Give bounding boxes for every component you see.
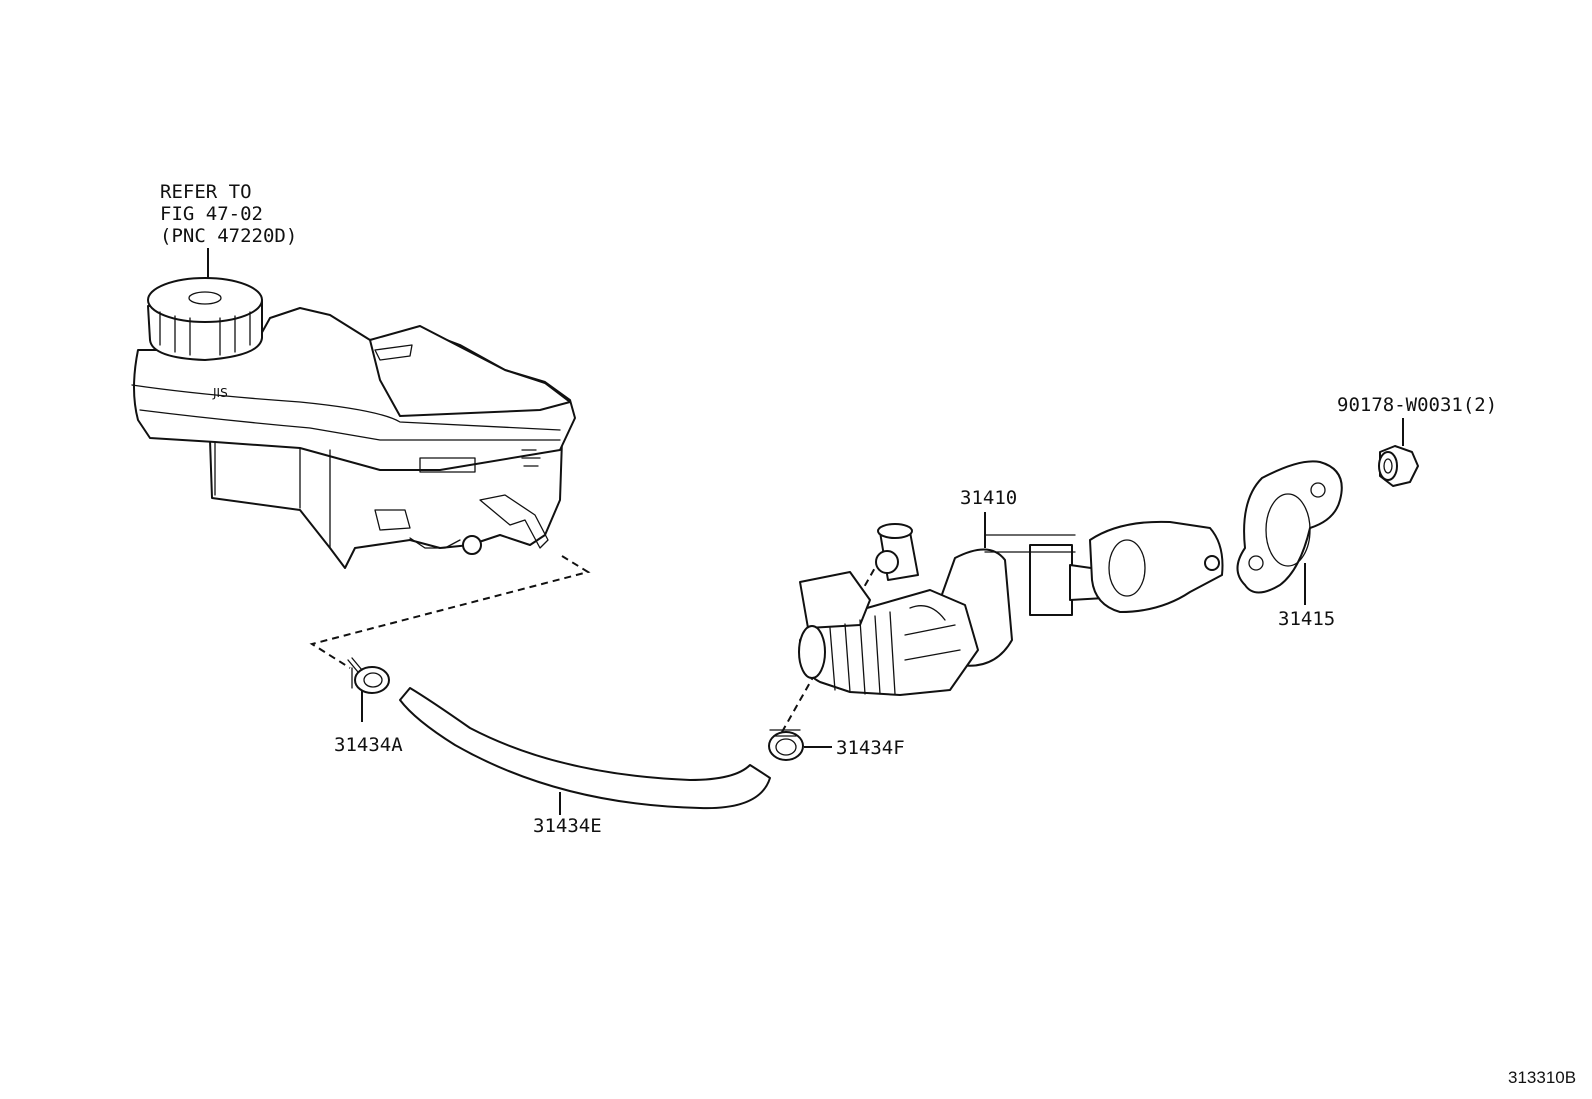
reservoir-tank-illustration: JIS	[131, 277, 576, 569]
reservoir-to-clip-dashed-line	[309, 555, 591, 669]
clip-f-part-number: 31434F	[836, 737, 905, 759]
hose-illustration	[399, 687, 771, 810]
svg-text:JIS: JIS	[212, 386, 228, 400]
figure-code: 313310B	[1508, 1068, 1576, 1087]
reference-note-line3: (PNC 47220D)	[160, 225, 297, 247]
hose-clip-f-illustration	[768, 729, 804, 761]
reference-note-line2: FIG 47-02	[160, 203, 263, 225]
gasket-part-number: 31415	[1278, 608, 1335, 630]
hose-part-number: 31434E	[533, 815, 602, 837]
nut-part-number: 90178-W0031(2)	[1337, 394, 1497, 416]
clip-a-part-number: 31434A	[334, 734, 403, 756]
reference-note-line1: REFER TO	[160, 181, 252, 203]
nut-illustration	[1378, 445, 1419, 487]
master-cylinder-part-number: 31410	[960, 487, 1017, 509]
hose-clip-a-illustration	[347, 657, 390, 694]
gasket-illustration	[1236, 460, 1343, 594]
clutch-master-cylinder-illustration	[798, 520, 1224, 696]
